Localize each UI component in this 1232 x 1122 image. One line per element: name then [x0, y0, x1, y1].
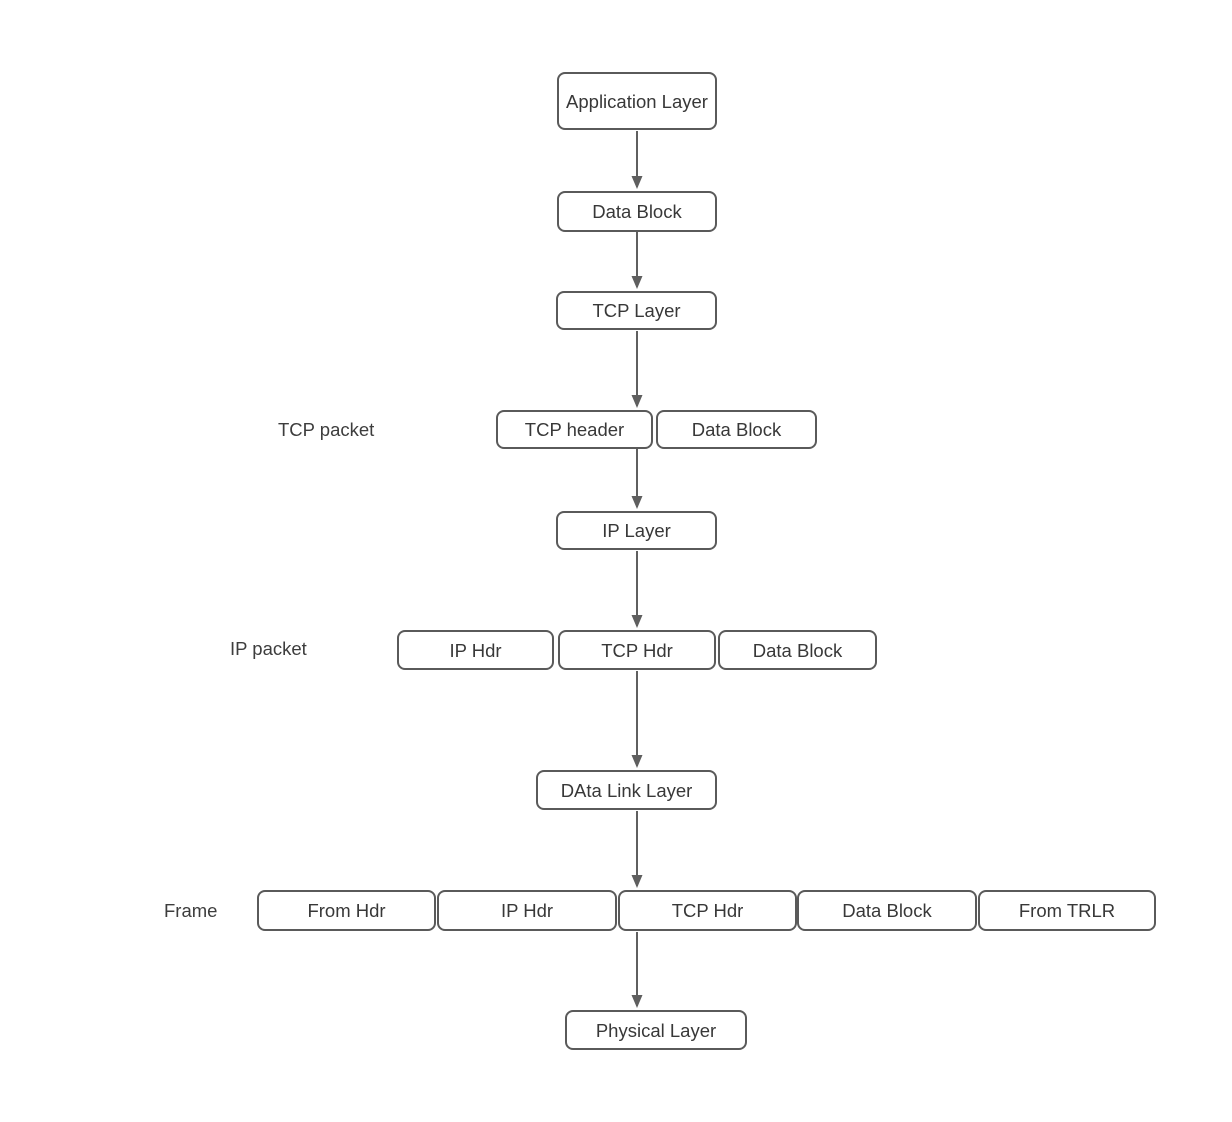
- node-frame-tcp-hdr: TCP Hdr: [618, 890, 797, 931]
- node-ip-layer: IP Layer: [556, 511, 717, 550]
- node-tcp-packet-data-block: Data Block: [656, 410, 817, 449]
- node-frame-ip-hdr: IP Hdr: [437, 890, 617, 931]
- node-application-layer: Application Layer: [557, 72, 717, 130]
- node-ip-packet-data-block: Data Block: [718, 630, 877, 670]
- node-ip-packet-ip-hdr: IP Hdr: [397, 630, 554, 670]
- node-tcp-packet-tcp-header: TCP header: [496, 410, 653, 449]
- node-physical-layer: Physical Layer: [565, 1010, 747, 1050]
- node-frame-data-block: Data Block: [797, 890, 977, 931]
- label-tcp-packet: TCP packet: [278, 419, 375, 440]
- node-data-link-layer: DAta Link Layer: [536, 770, 717, 810]
- node-data-block: Data Block: [557, 191, 717, 232]
- node-tcp-layer: TCP Layer: [556, 291, 717, 330]
- node-frame-from-hdr: From Hdr: [257, 890, 436, 931]
- label-ip-packet: IP packet: [230, 638, 307, 659]
- node-frame-from-trlr: From TRLR: [978, 890, 1156, 931]
- node-ip-packet-tcp-hdr: TCP Hdr: [558, 630, 716, 670]
- label-frame: Frame: [164, 900, 218, 921]
